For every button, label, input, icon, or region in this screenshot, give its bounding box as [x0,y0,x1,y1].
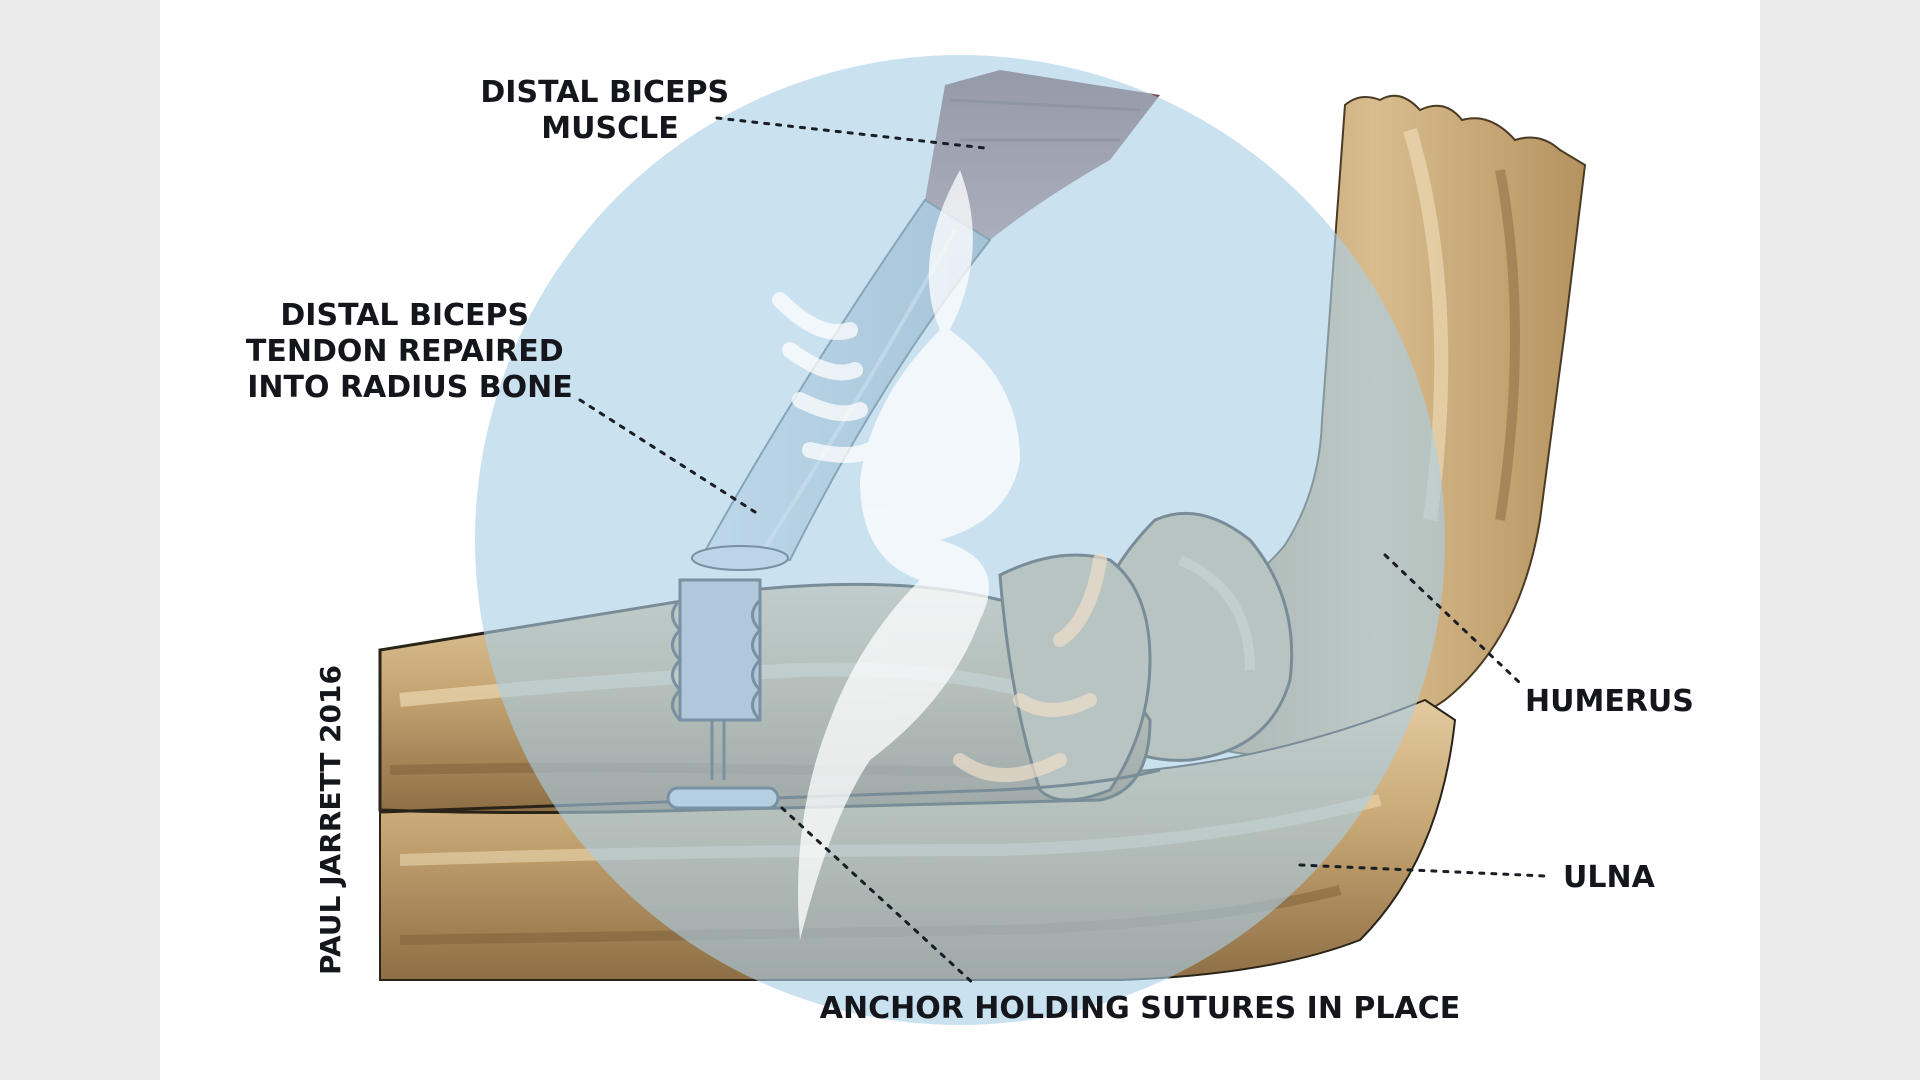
label-humerus: HUMERUS [1525,684,1694,719]
leader-muscle [715,116,987,150]
feather-circle-logo [475,55,1445,1025]
label-ulna: ULNA [1563,860,1656,895]
leader-tendon [578,398,757,514]
label-anchor-sutures: ANCHOR HOLDING SUTURES IN PLACE [820,991,1460,1026]
leader-lines [578,116,1547,987]
leader-anchor [780,806,977,987]
leader-ulna [1298,863,1547,878]
label-distal-biceps-muscle: DISTAL BICEPS MUSCLE [480,75,739,146]
label-distal-biceps-tendon: DISTAL BICEPS TENDON REPAIRED INTO RADIU… [246,298,574,405]
artist-credit: PAUL JARRETT 2016 [314,665,347,975]
leader-humerus [1383,553,1522,685]
feather-icon [772,170,1107,940]
